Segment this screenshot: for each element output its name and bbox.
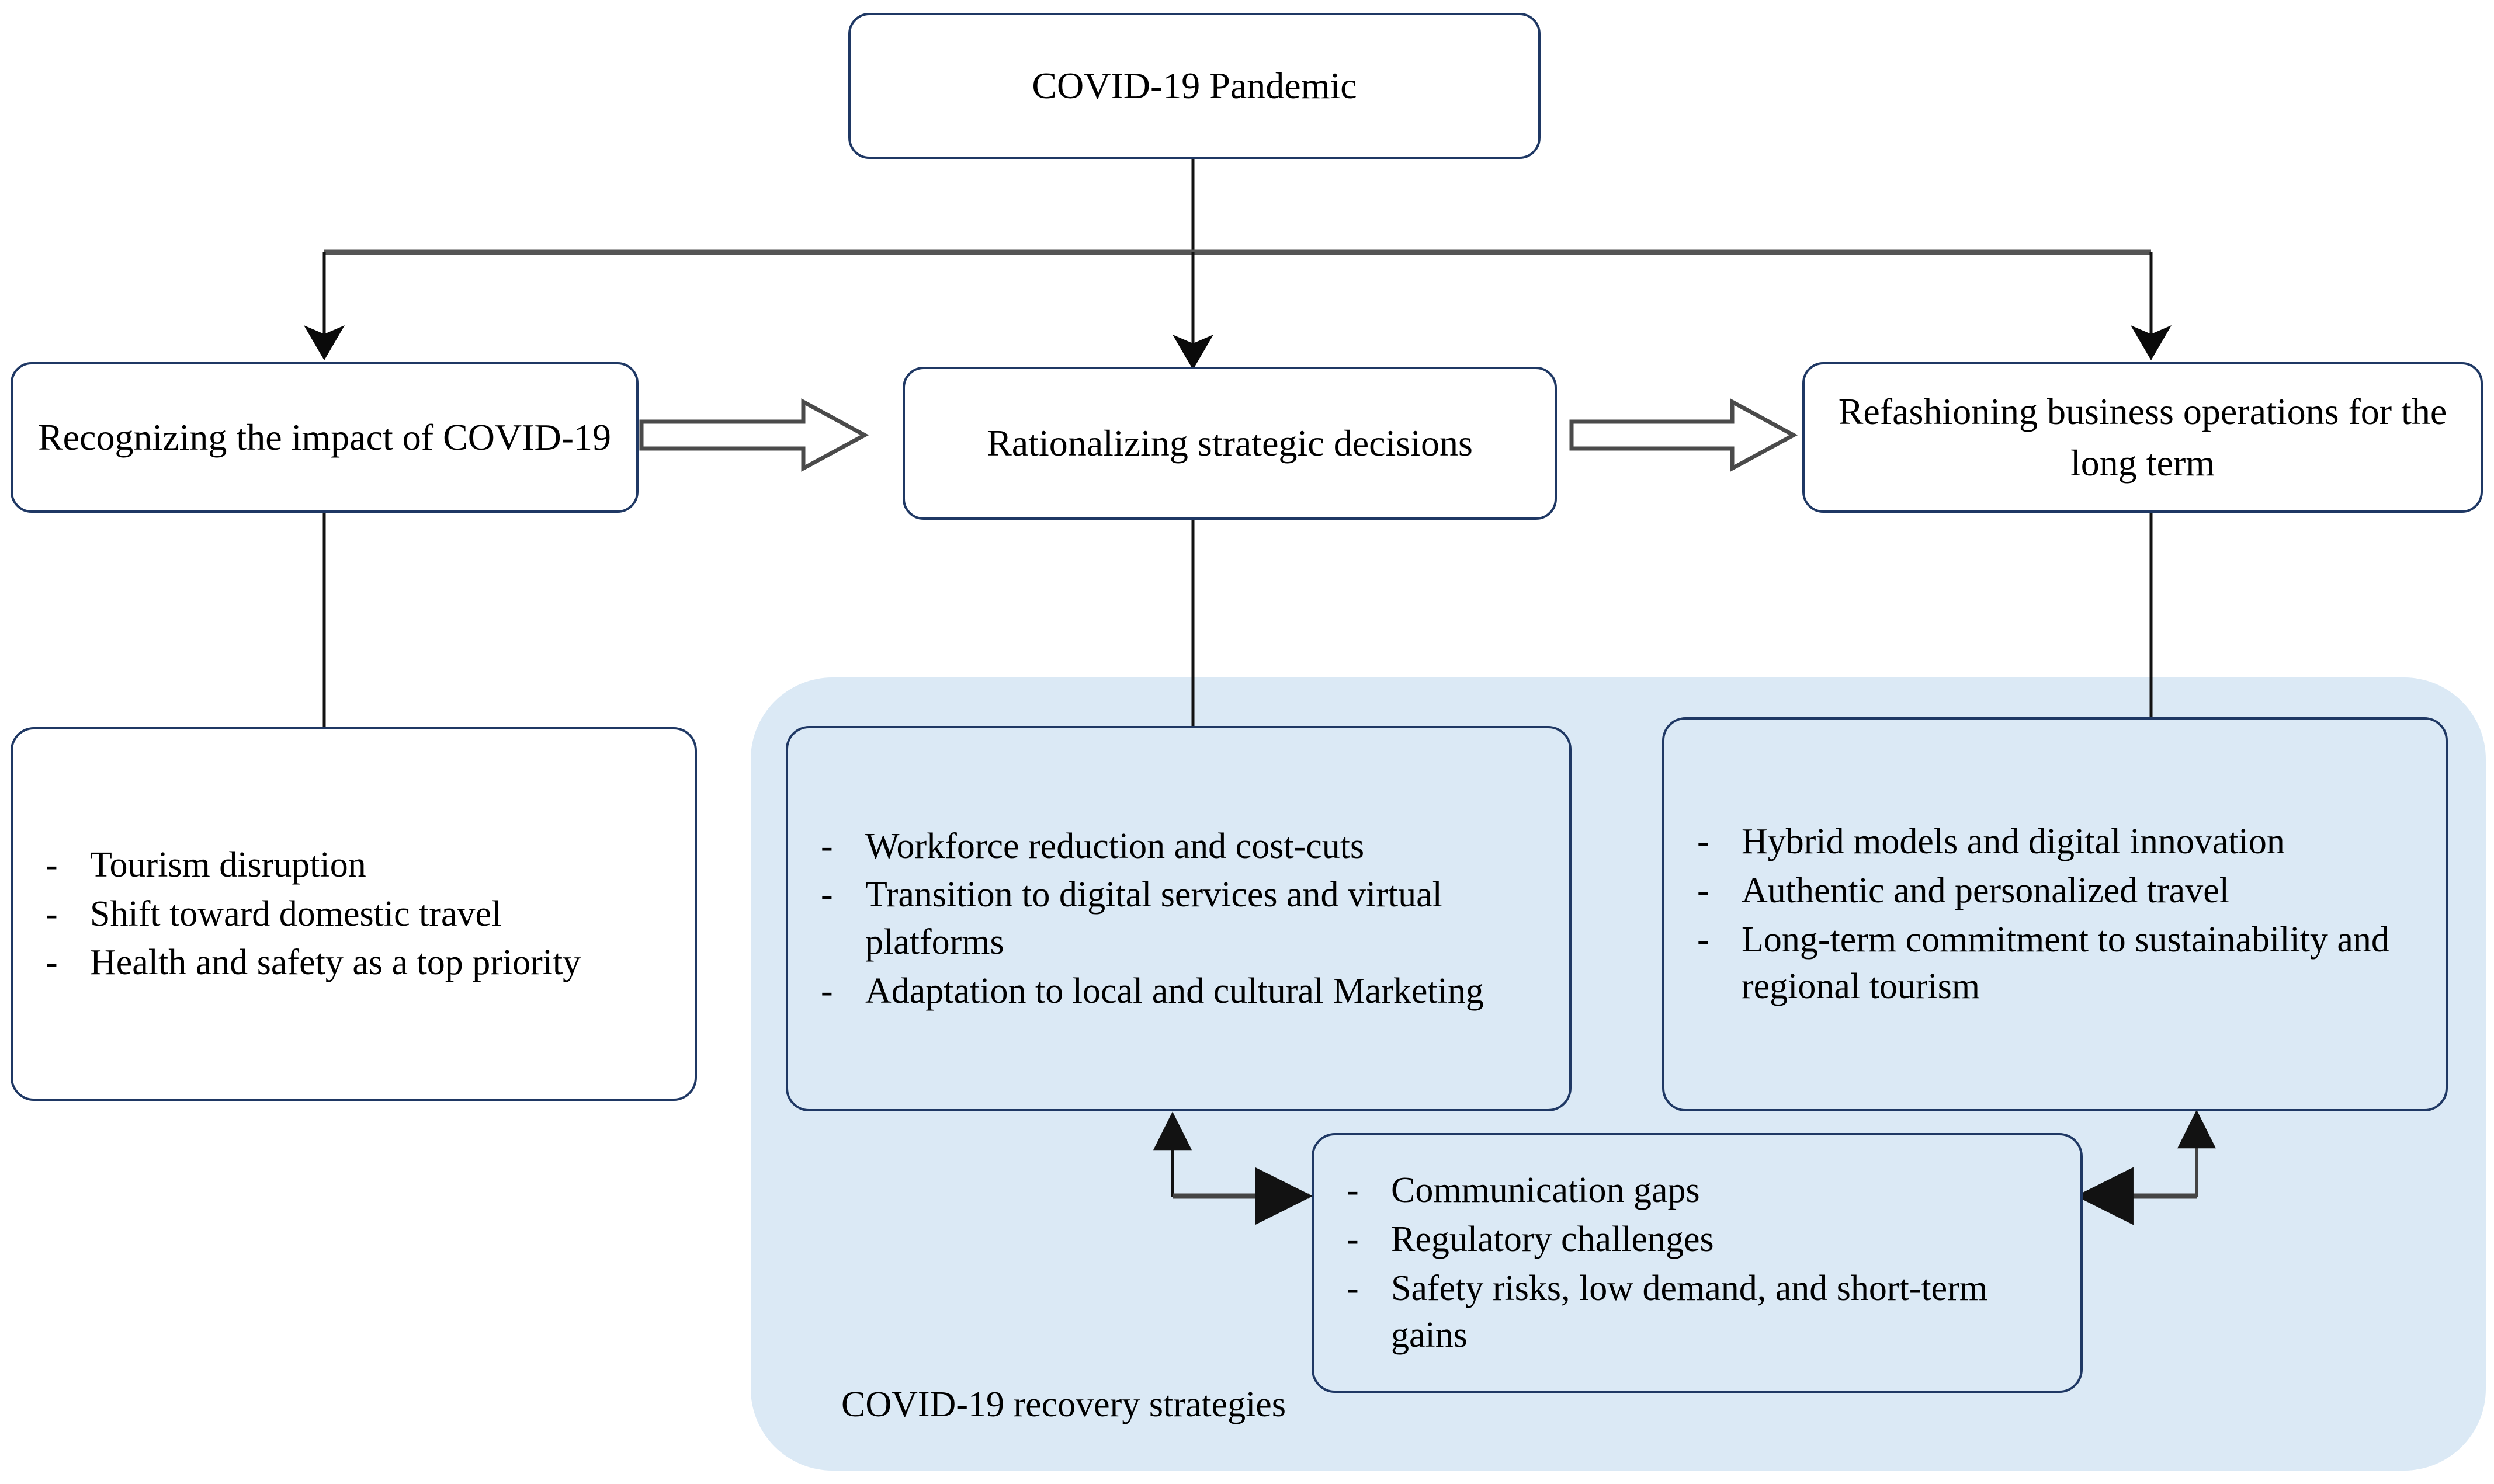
node-recognizing-impact-label: Recognizing the impact of COVID-19 bbox=[37, 416, 612, 458]
list-item: - Hybrid models and digital innovation bbox=[1697, 818, 2422, 866]
list-item: - Workforce reduction and cost-cuts bbox=[821, 823, 1546, 870]
list-item-text: Authentic and personalized travel bbox=[1742, 870, 2229, 910]
list-item-text: Regulatory challenges bbox=[1391, 1219, 1714, 1259]
list-item-text: Hybrid models and digital innovation bbox=[1742, 822, 2285, 862]
bullet-marker: - bbox=[46, 943, 58, 983]
bullet-marker: - bbox=[1347, 1268, 1359, 1308]
node-covid-19-pandemic-label: COVID-19 Pandemic bbox=[1032, 64, 1357, 106]
node-refashioning-operations[interactable]: Refashioning business operations for the… bbox=[1802, 362, 2483, 513]
listbox-impacts[interactable]: - Tourism disruption - Shift toward dome… bbox=[11, 727, 697, 1101]
list-item-text: Adaptation to local and cultural Marketi… bbox=[865, 971, 1484, 1011]
listbox-strategies-bullets: - Workforce reduction and cost-cuts - Tr… bbox=[788, 821, 1569, 1016]
bullet-marker: - bbox=[821, 971, 833, 1011]
listbox-challenges-bullets: - Communication gaps - Regulatory challe… bbox=[1314, 1165, 2080, 1360]
recovery-strategies-region-label: COVID-19 recovery strategies bbox=[841, 1385, 1286, 1424]
block-arrow-right-icon-2 bbox=[1569, 398, 1798, 472]
node-rationalizing-decisions[interactable]: Rationalizing strategic decisions bbox=[903, 367, 1557, 520]
list-item: - Authentic and personalized travel bbox=[1697, 867, 2422, 915]
list-item: - Adaptation to local and cultural Marke… bbox=[821, 968, 1546, 1015]
bullet-marker: - bbox=[821, 875, 833, 915]
list-item: - Health and safety as a top priority bbox=[46, 939, 671, 986]
bullet-marker: - bbox=[1347, 1170, 1359, 1211]
node-refashioning-operations-label: Refashioning business operations for the… bbox=[1838, 390, 2447, 484]
list-item: - Communication gaps bbox=[1347, 1167, 2057, 1214]
list-item-text: Workforce reduction and cost-cuts bbox=[865, 826, 1365, 866]
list-item-text: Health and safety as a top priority bbox=[90, 943, 581, 983]
list-item-text: Transition to digital services and virtu… bbox=[865, 875, 1442, 962]
list-item-text: Tourism disruption bbox=[90, 845, 366, 885]
bullet-marker: - bbox=[1697, 919, 1709, 960]
node-recognizing-impact[interactable]: Recognizing the impact of COVID-19 bbox=[11, 362, 639, 513]
listbox-challenges[interactable]: - Communication gaps - Regulatory challe… bbox=[1312, 1133, 2083, 1393]
listbox-long-term-bullets: - Hybrid models and digital innovation -… bbox=[1664, 816, 2446, 1012]
listbox-long-term[interactable]: - Hybrid models and digital innovation -… bbox=[1662, 717, 2448, 1111]
node-covid-19-pandemic[interactable]: COVID-19 Pandemic bbox=[848, 13, 1541, 159]
list-item: - Shift toward domestic travel bbox=[46, 891, 671, 938]
list-item-text: Safety risks, low demand, and short-term… bbox=[1391, 1268, 1988, 1356]
list-item: - Safety risks, low demand, and short-te… bbox=[1347, 1265, 2057, 1359]
list-item-text: Shift toward domestic travel bbox=[90, 894, 502, 934]
list-item: - Transition to digital services and vir… bbox=[821, 871, 1546, 965]
node-rationalizing-decisions-label: Rationalizing strategic decisions bbox=[987, 422, 1473, 464]
bullet-marker: - bbox=[1347, 1219, 1359, 1259]
list-item: - Long-term commitment to sustainability… bbox=[1697, 916, 2422, 1010]
listbox-strategies[interactable]: - Workforce reduction and cost-cuts - Tr… bbox=[786, 726, 1572, 1111]
bullet-marker: - bbox=[821, 826, 833, 866]
bullet-marker: - bbox=[1697, 870, 1709, 910]
bullet-marker: - bbox=[46, 845, 58, 885]
connector-pandemic-trunk bbox=[304, 157, 2172, 370]
block-arrow-right-icon-1 bbox=[639, 398, 869, 472]
bullet-marker: - bbox=[46, 894, 58, 934]
list-item: - Tourism disruption bbox=[46, 842, 671, 889]
list-item-text: Communication gaps bbox=[1391, 1170, 1700, 1211]
listbox-impacts-bullets: - Tourism disruption - Shift toward dome… bbox=[13, 840, 695, 988]
list-item: - Regulatory challenges bbox=[1347, 1216, 2057, 1263]
bullet-marker: - bbox=[1697, 822, 1709, 862]
list-item-text: Long-term commitment to sustainability a… bbox=[1742, 919, 2389, 1007]
